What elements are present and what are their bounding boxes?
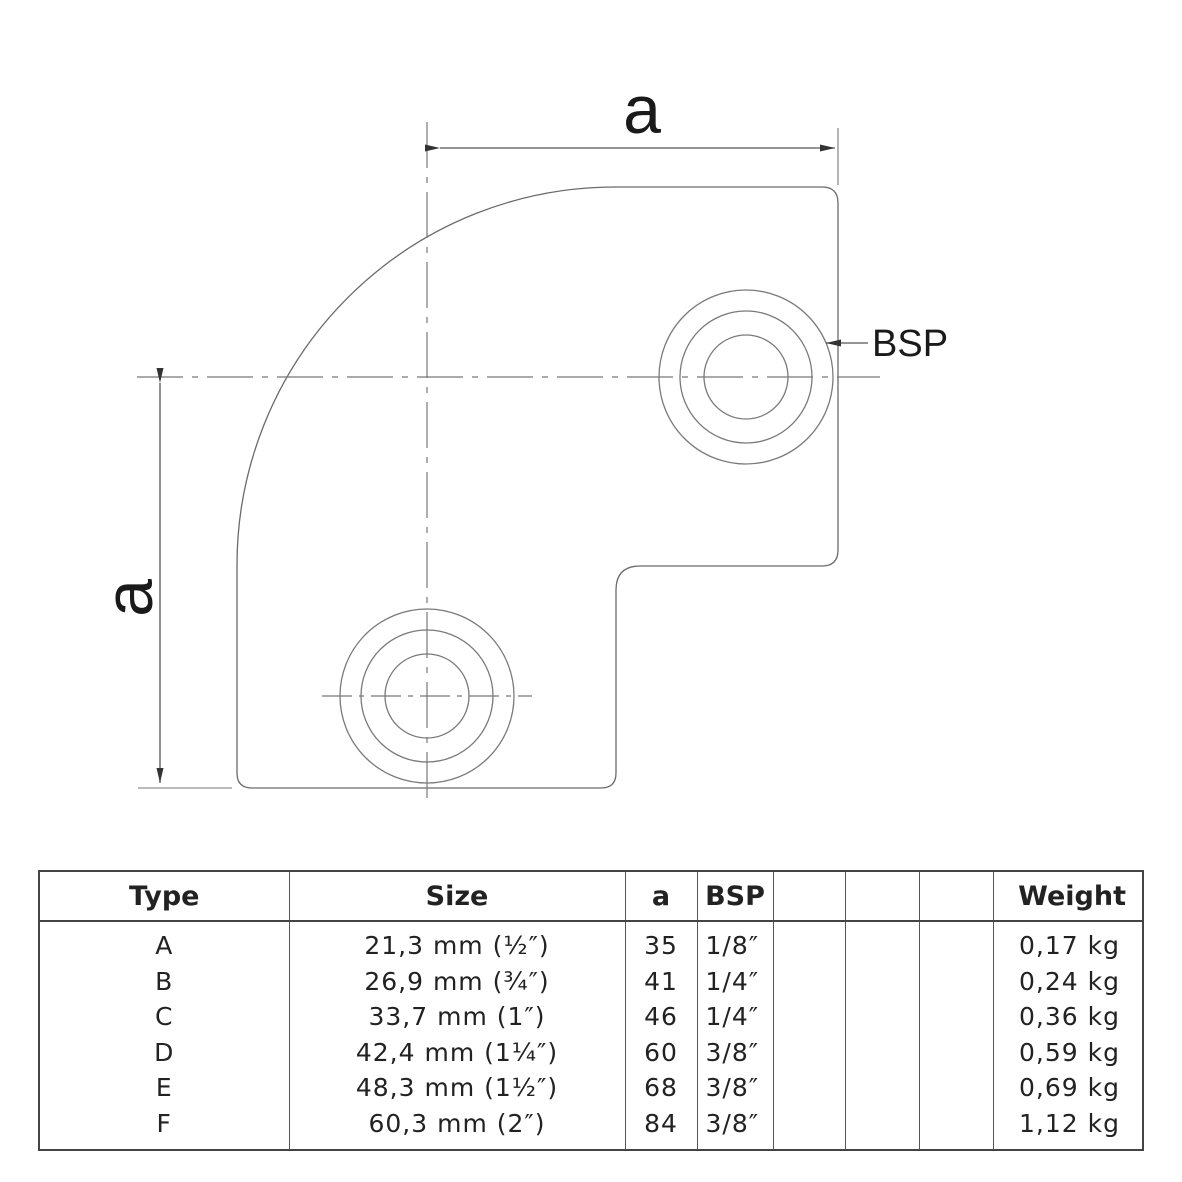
cell-weight: 0,24 kg [992,963,1143,999]
table-row: A 21,3 mm (½″) 35 1/8″ 0,17 kg [39,921,1143,964]
cell-blank [772,921,845,964]
cell-weight: 0,36 kg [992,999,1143,1035]
table-row: D 42,4 mm (1¼″) 60 3/8″ 0,59 kg [39,1034,1143,1070]
cell-size: 48,3 mm (1½″) [288,1070,625,1106]
cell-type: C [155,1002,174,1032]
dim-top-label: a [623,72,661,148]
dim-left-label: a [91,579,167,617]
cell-bsp: 3/8″ [696,1070,773,1106]
cell-blank [918,999,993,1035]
header-weight: Weight [992,871,1143,922]
header-size: Size [288,871,625,922]
cell-weight: 0,17 kg [992,921,1143,964]
table-header-row: Type Size a BSP Weight [39,871,1143,922]
header-a: a [624,871,697,922]
table-row: C 33,7 mm (1″) 46 1/4″ 0,36 kg [39,999,1143,1035]
header-blank-2 [844,871,919,922]
cell-size: 60,3 mm (2″) [288,1105,625,1150]
cell-blank [772,1034,845,1070]
cell-a: 84 [624,1105,697,1150]
cell-blank [918,1034,993,1070]
cell-blank [772,963,845,999]
cell-bsp: 1/8″ [696,921,773,964]
cell-type: D [154,1037,175,1067]
cell-blank [844,1034,919,1070]
table-row: B 26,9 mm (¾″) 41 1/4″ 0,24 kg [39,963,1143,999]
elbow-fitting-drawing: a a BSP [91,72,948,805]
cell-a: 35 [624,921,697,964]
cell-a: 60 [624,1034,697,1070]
cell-bsp: 1/4″ [696,999,773,1035]
cell-weight: 1,12 kg [992,1105,1143,1150]
cell-blank [918,963,993,999]
cell-blank [844,963,919,999]
fitting-outline [236,186,839,789]
cell-blank [844,1070,919,1106]
bottom-port [339,608,515,784]
cell-type: E [155,1073,173,1103]
cell-weight: 0,69 kg [992,1070,1143,1106]
header-blank-3 [918,871,993,922]
cell-bsp: 1/4″ [696,963,773,999]
cell-blank [918,1105,993,1150]
cell-size: 33,7 mm (1″) [288,999,625,1035]
cell-bsp: 3/8″ [696,1105,773,1150]
cell-type: F [156,1108,172,1138]
cell-blank [844,999,919,1035]
table-row: F 60,3 mm (2″) 84 3/8″ 1,12 kg [39,1105,1143,1150]
cell-a: 41 [624,963,697,999]
cell-size: 21,3 mm (½″) [288,921,625,964]
header-blank-1 [772,871,845,922]
cell-blank [918,1070,993,1106]
cell-blank [918,921,993,964]
bsp-callout-label: BSP [872,323,948,365]
header-bsp: BSP [696,871,773,922]
cell-blank [772,999,845,1035]
cell-blank [844,1105,919,1150]
cell-a: 68 [624,1070,697,1106]
cell-type: A [155,931,174,961]
cell-a: 46 [624,999,697,1035]
table-row: E 48,3 mm (1½″) 68 3/8″ 0,69 kg [39,1070,1143,1106]
cell-weight: 0,59 kg [992,1034,1143,1070]
cell-blank [772,1070,845,1106]
specification-table: Type Size a BSP Weight A 21,3 mm (½″) 35… [38,870,1144,1151]
cell-bsp: 3/8″ [696,1034,773,1070]
cell-blank [844,921,919,964]
right-port [658,289,834,465]
cell-type: B [155,966,174,996]
cell-blank [772,1105,845,1150]
header-type: Type [39,871,289,922]
cell-size: 26,9 mm (¾″) [288,963,625,999]
cell-size: 42,4 mm (1¼″) [288,1034,625,1070]
